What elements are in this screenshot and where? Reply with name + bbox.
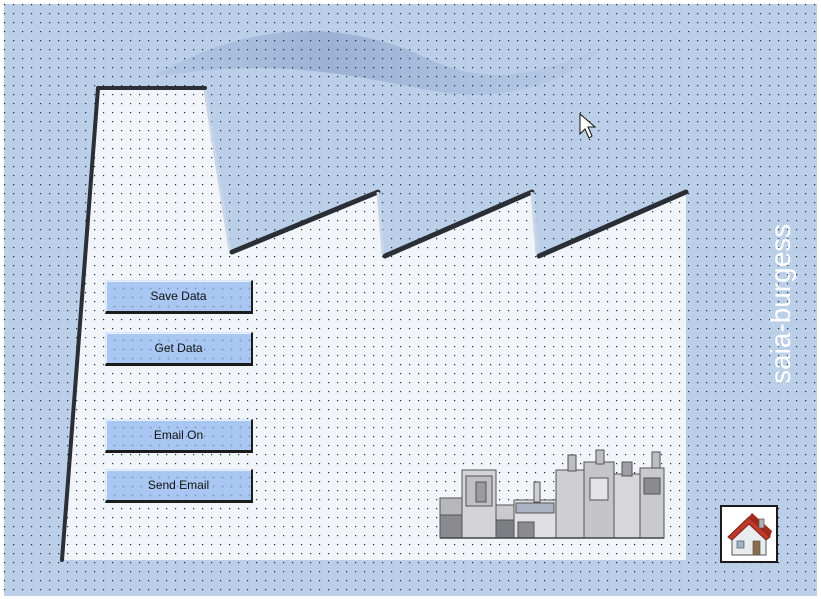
home-button[interactable] <box>720 505 778 563</box>
save-data-label: Save Data <box>150 289 207 303</box>
save-data-button[interactable]: Save Data <box>105 280 253 314</box>
brand-logo: saia-burgess <box>765 224 796 384</box>
get-data-label: Get Data <box>154 341 203 355</box>
factory-machinery-icon <box>439 449 665 539</box>
mouse-pointer-icon <box>579 112 597 139</box>
house-icon <box>727 513 772 556</box>
send-email-label: Send Email <box>147 478 210 492</box>
building-outline <box>60 86 689 562</box>
send-email-button[interactable]: Send Email <box>105 469 253 503</box>
email-on-button[interactable]: Email On <box>105 419 253 453</box>
email-on-label: Email On <box>153 428 204 442</box>
get-data-button[interactable]: Get Data <box>105 332 253 366</box>
brand-text: saia-burgess <box>765 224 796 384</box>
